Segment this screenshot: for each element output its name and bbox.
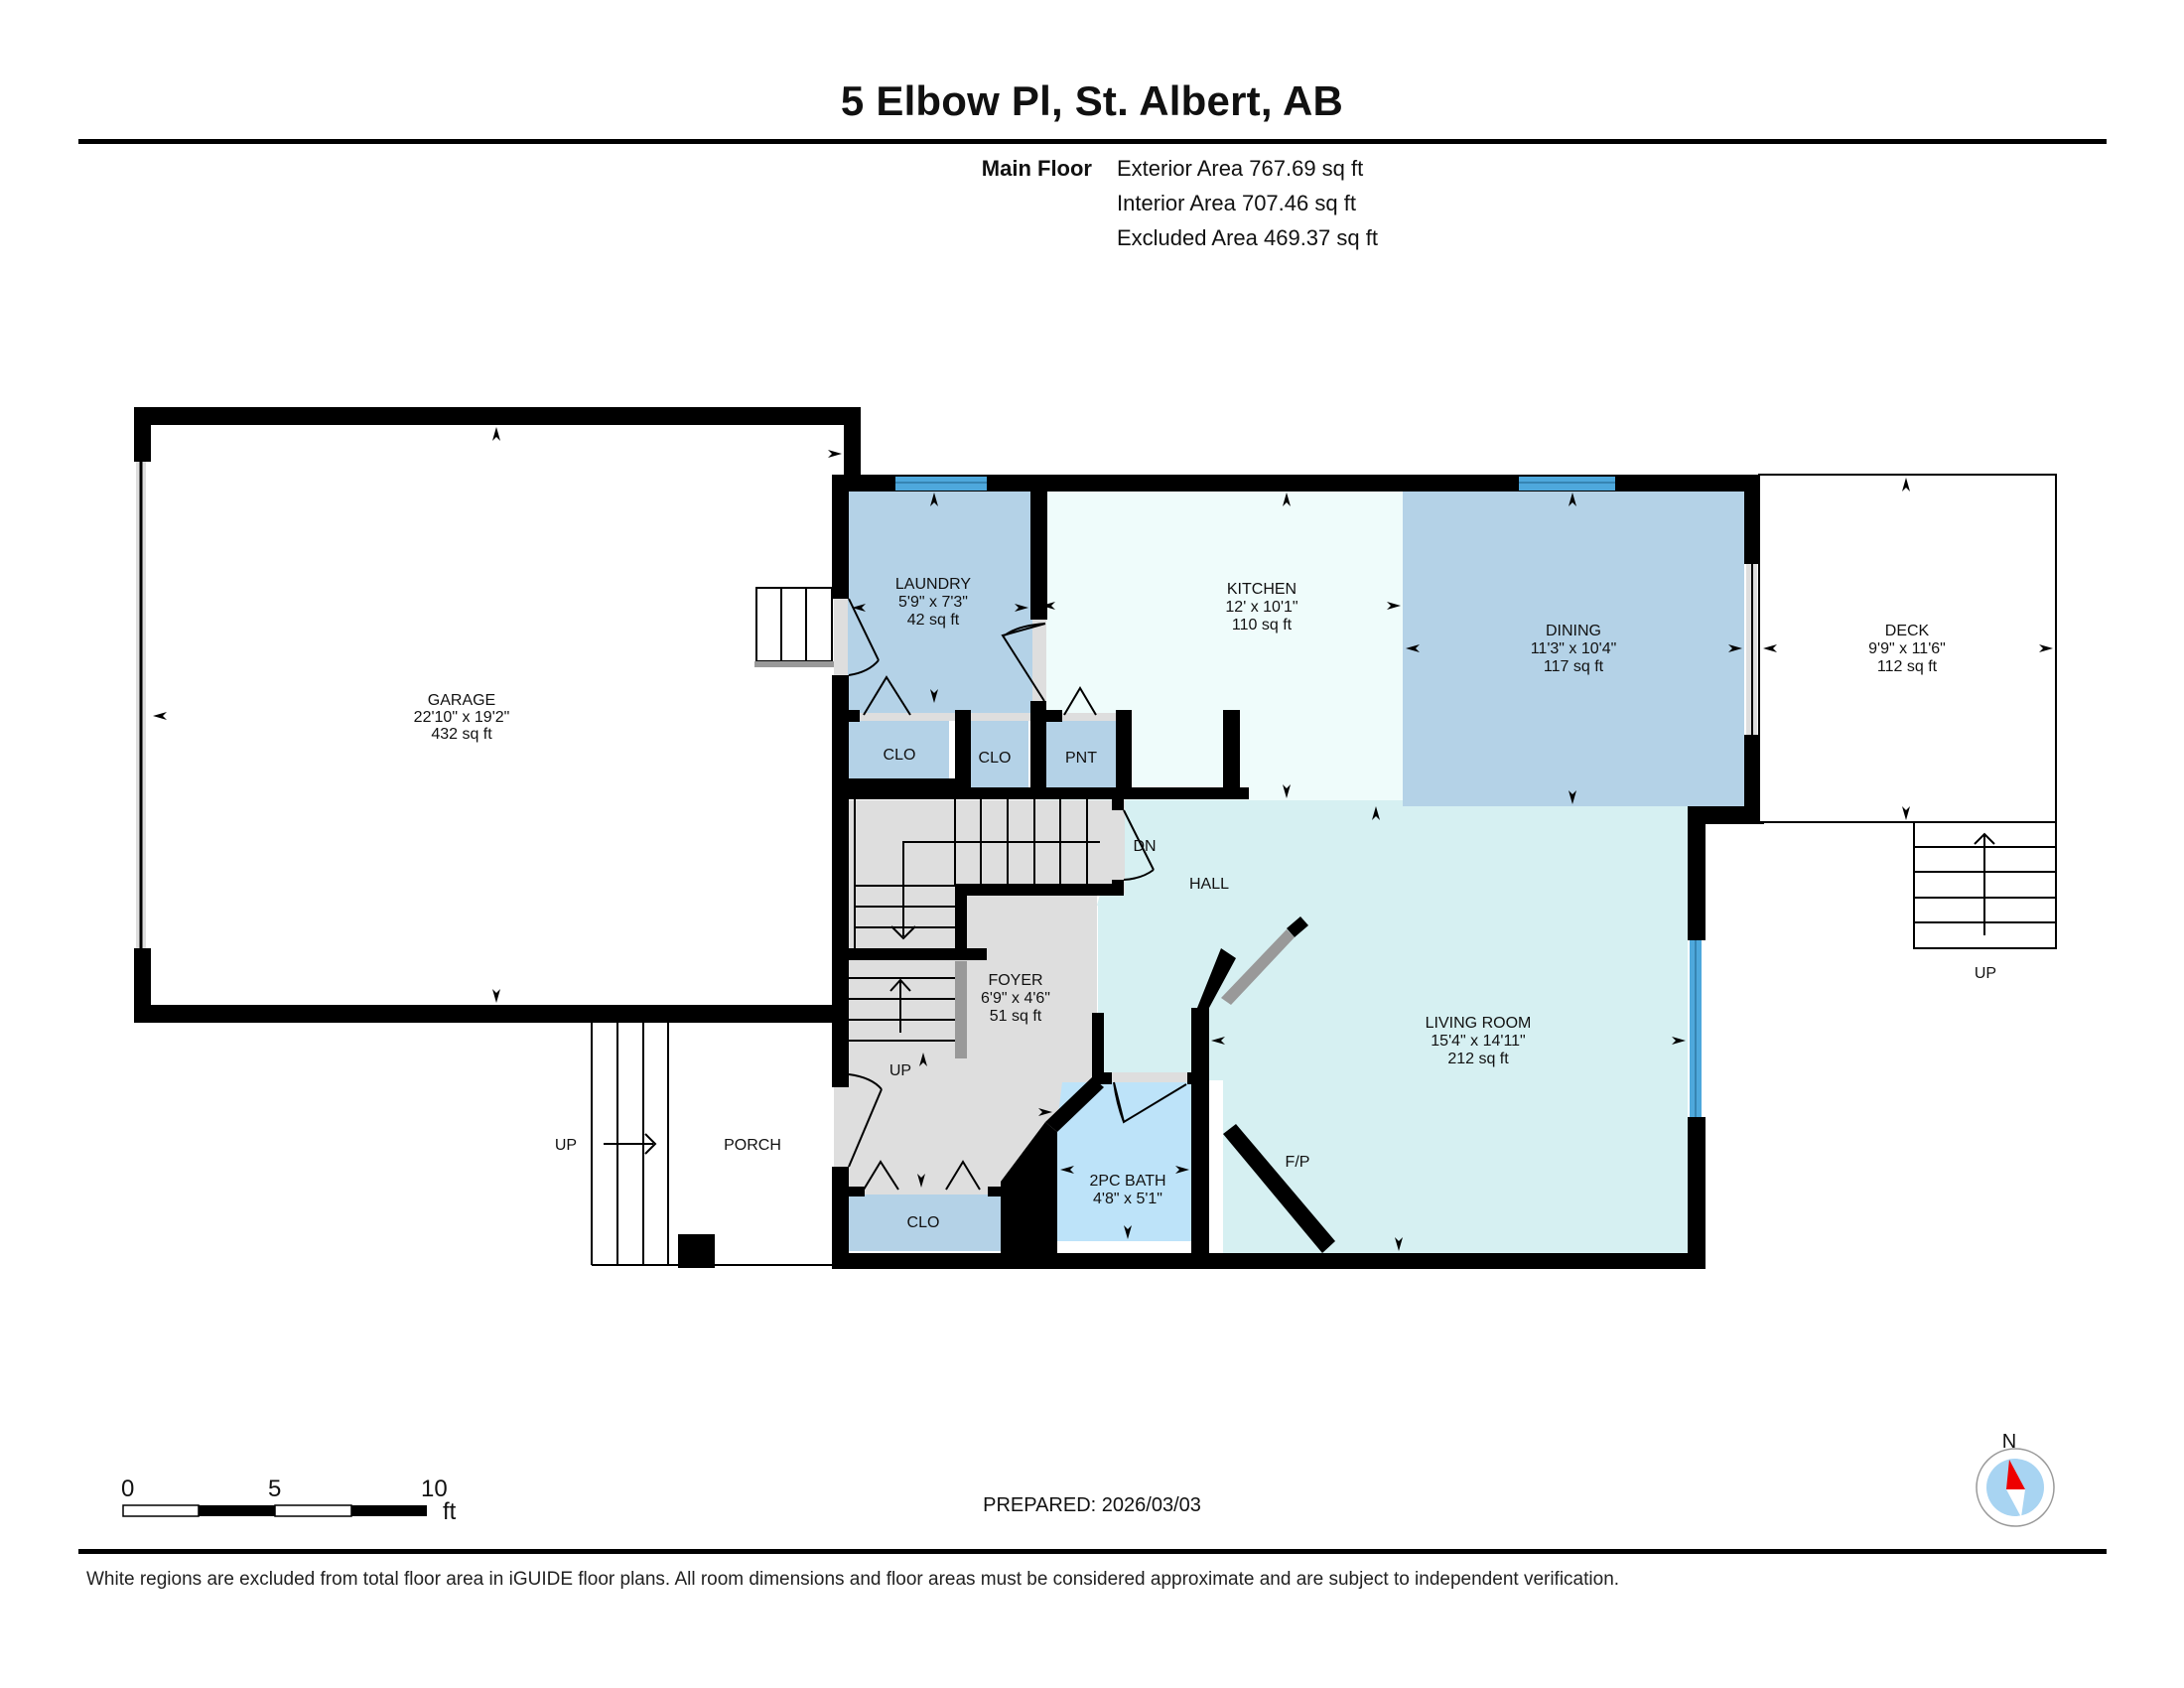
kitchen-dims: 12' x 10'1" [1225,599,1297,616]
laundry-dims: 5'9" x 7'3" [898,594,968,611]
fireplace-label: F/P [1286,1154,1310,1171]
porch-name: PORCH [724,1137,781,1154]
room-fills [150,425,1744,1253]
garage-name: GARAGE [428,692,495,709]
garage-steps [755,587,833,662]
laundry-name: LAUNDRY [895,576,972,593]
hall-name: HALL [1189,876,1229,893]
footer-divider [78,1549,2107,1554]
room-labels: GARAGE 22'10" x 19'2" 432 sq ft LAUNDRY … [414,576,1996,1231]
deck-name: DECK [1885,623,1930,639]
kitchen-name: KITCHEN [1227,581,1297,598]
living-area: 212 sq ft [1447,1051,1509,1067]
stairs-up-deck-label: UP [1975,965,1996,982]
closet-1-floor [848,717,949,780]
stairs-up-porch-label: UP [555,1137,577,1154]
deck-area: 112 sq ft [1877,658,1938,675]
stairs-up-foyer-label: UP [889,1062,911,1079]
pantry-floor [1039,717,1121,788]
hall-railing [1221,929,1295,1005]
garage-area: 432 sq ft [431,726,492,743]
bath-name: 2PC BATH [1089,1173,1165,1190]
compass-north-label: N [2002,1431,2016,1453]
scale-tick-5: 5 [268,1476,281,1502]
garage-walls [134,407,861,1023]
porch [591,1023,832,1266]
bath-dims: 4'8" x 5'1" [1093,1191,1162,1207]
garage-dims: 22'10" x 19'2" [414,709,510,726]
scale-tick-10: 10 [421,1476,448,1502]
scale-bar: 0 5 10 ft [121,1476,457,1525]
scale-tick-0: 0 [121,1476,134,1502]
stair-railing [955,961,967,1058]
fireplace-wall [1223,1124,1335,1253]
dining-floor [1403,491,1744,806]
compass-icon: N [1976,1431,2055,1527]
prepared-date: PREPARED: 2026/03/03 [983,1494,1201,1516]
interior-area: Interior Area 707.46 sq ft [1117,191,1356,215]
foyer-dims: 6'9" x 4'6" [981,990,1050,1007]
interior-stairs [848,799,1100,1042]
windows [895,477,1702,1117]
dining-dims: 11'3" x 10'4" [1531,640,1617,657]
closet-2-name: CLO [979,750,1012,767]
dining-area: 117 sq ft [1544,658,1604,675]
dimension-markers [153,427,2053,1251]
foyer-floor [848,800,1125,1192]
door-swings [848,598,1187,1191]
stairs-down-label: DN [1133,838,1156,855]
living-name: LIVING ROOM [1426,1015,1532,1032]
dining-name: DINING [1546,623,1601,639]
deck [1758,474,2057,949]
scale-unit: ft [443,1498,457,1525]
title-divider [78,139,2107,144]
closet-3-floor [847,1192,1002,1251]
exterior-area: Exterior Area 767.69 sq ft [1117,156,1364,181]
foyer-name: FOYER [988,972,1042,989]
closet-1-name: CLO [884,747,916,764]
bath-floor [1057,1082,1191,1241]
excluded-area: Excluded Area 469.37 sq ft [1117,225,1378,250]
laundry-area: 42 sq ft [907,612,960,629]
pantry-name: PNT [1065,750,1097,767]
porch-post [678,1234,715,1268]
laundry-floor [848,491,1032,719]
foyer-area: 51 sq ft [990,1008,1042,1025]
disclaimer: White regions are excluded from total fl… [86,1569,1620,1590]
kitchen-area: 110 sq ft [1232,617,1293,633]
closet-3-name: CLO [907,1214,940,1231]
deck-dims: 9'9" x 11'6" [1868,640,1946,657]
floor-label: Main Floor [981,156,1092,181]
living-dims: 15'4" x 14'11" [1431,1033,1525,1050]
garage-floor [150,425,845,1007]
page-title: 5 Elbow Pl, St. Albert, AB [840,77,1344,124]
